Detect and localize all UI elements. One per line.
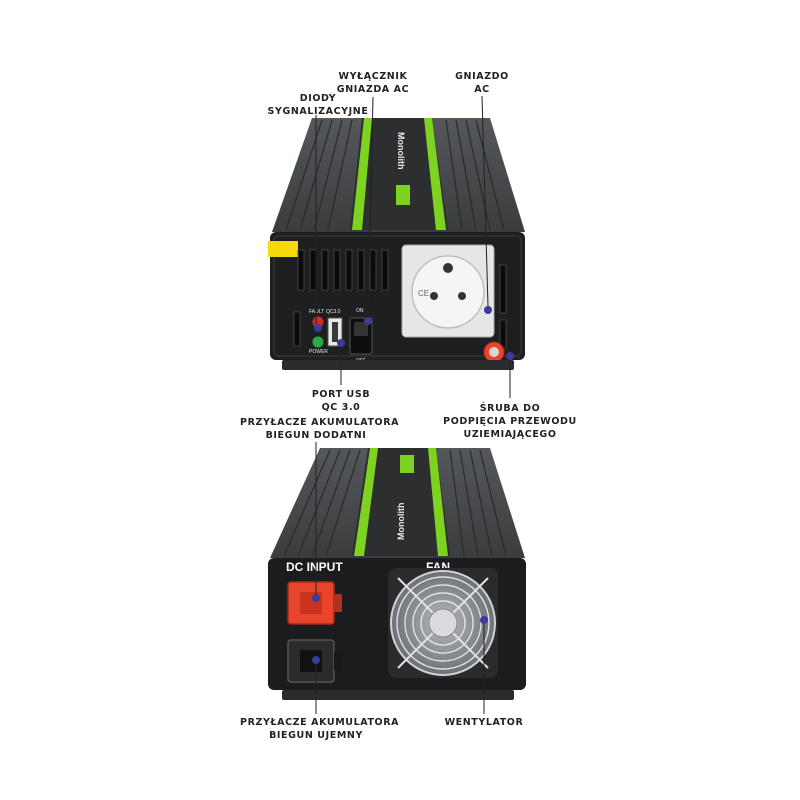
callout-wentylator: WENTYLATOR	[444, 717, 524, 728]
label-strip	[350, 118, 448, 230]
power-led	[311, 335, 325, 349]
warning-sticker	[268, 241, 298, 257]
leader-lines-top	[315, 95, 511, 398]
callout-wylacznik: WYŁĄCZNIK GNIAZDA AC	[336, 71, 410, 95]
fault-label: FAULT	[309, 309, 324, 315]
inverter-rear-view: Monolith DC INPUT FAN	[268, 442, 526, 714]
cooling-fan	[388, 568, 498, 678]
on-label: ON	[356, 308, 364, 314]
brand-logo: Monolith	[396, 132, 406, 170]
usb-port[interactable]: QC3.0	[326, 309, 343, 347]
qc-label: QC3.0	[326, 309, 341, 315]
callout-biegun-dodatni: PRZYŁACZE AKUMULATORA BIEGUN DODATNI	[240, 417, 400, 441]
positive-terminal[interactable]	[287, 581, 342, 625]
callout-gniazdo: GNIAZDO AC	[455, 71, 509, 95]
dc-input-label: DC INPUT	[286, 560, 343, 574]
ac-socket[interactable]: CE	[401, 244, 495, 338]
negative-terminal[interactable]	[287, 639, 342, 683]
brand-logo-bottom: Monolith	[396, 503, 406, 541]
base-rail-bottom	[282, 690, 514, 700]
callout-markers-bottom	[312, 594, 488, 664]
led-indicators: FAULT POWER	[309, 309, 328, 355]
callout-usb: PORT USB QC 3.0	[311, 389, 371, 413]
base-rail	[282, 360, 514, 370]
socket-hole-right	[458, 292, 466, 300]
callout-diody: DIODY SYGNALIZACYJNE	[267, 93, 369, 117]
power-label: POWER	[309, 349, 328, 355]
housing-ribs-bottom	[283, 449, 507, 557]
callout-biegun-ujemny: PRZYŁACZE AKUMULATORA BIEGUN UJEMNY	[240, 717, 400, 741]
grounding-screw[interactable]	[483, 341, 505, 363]
green-badge	[396, 185, 410, 205]
vent-slots	[293, 249, 507, 349]
callout-sruba: ŚRUBA DO PODPIĘCIA PRZEWODU UZIEMIAJĄCEG…	[443, 403, 577, 440]
green-stripe-left	[352, 118, 372, 230]
callout-markers-top	[314, 306, 514, 360]
ce-mark: CE	[418, 289, 429, 298]
socket-hole-left	[430, 292, 438, 300]
ground-pin	[443, 263, 453, 273]
green-stripe-right	[424, 118, 446, 230]
inverter-front-view: Monolith CE	[268, 95, 525, 398]
leader-lines-bottom	[315, 442, 485, 714]
